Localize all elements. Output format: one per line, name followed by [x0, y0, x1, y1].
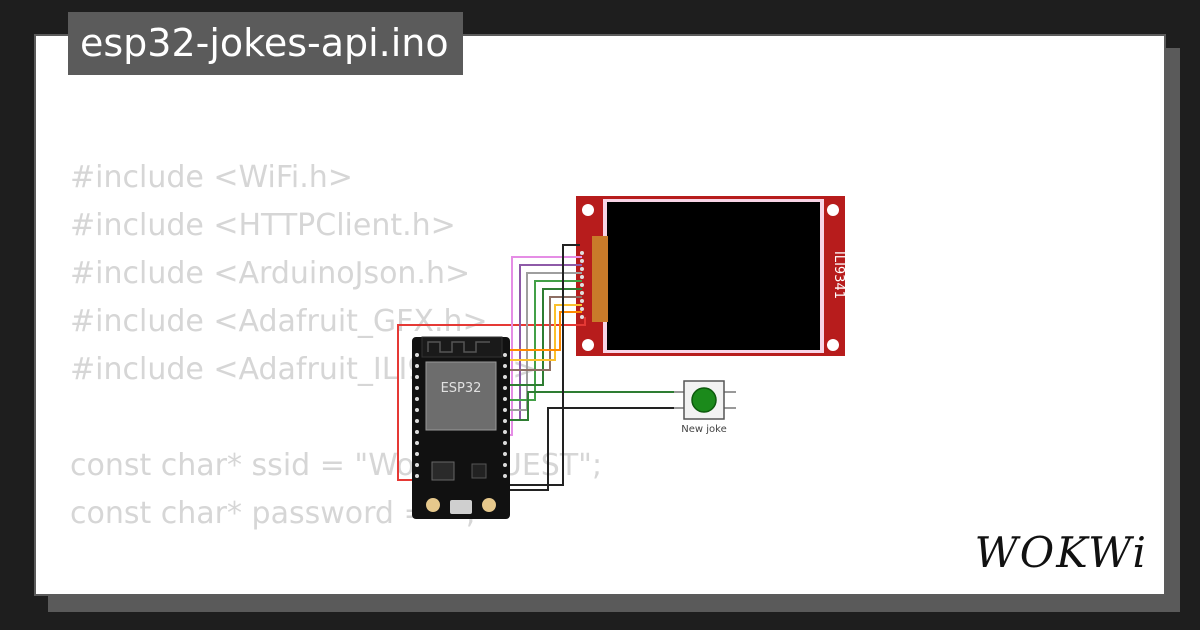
regulator-chip [431, 461, 455, 481]
pushbutton[interactable]: New joke [674, 380, 736, 435]
mount-hole-icon [827, 204, 839, 216]
button-label: New joke [681, 424, 726, 435]
code-line: #include <WiFi.h> [70, 160, 353, 195]
wire-extra [500, 311, 582, 351]
code-line: #include <ArduinoJson.h> [70, 256, 471, 291]
wire-vcc [397, 317, 586, 481]
esp32-right-pins [503, 353, 507, 478]
usb-port-icon [450, 500, 472, 514]
usb-uart-chip [471, 463, 487, 479]
display-screen [607, 202, 820, 350]
wokwi-logo: WOKWi [974, 528, 1148, 577]
button-cap-icon [691, 387, 717, 413]
display-flex [592, 236, 608, 322]
boot-button-icon [426, 498, 440, 512]
ili9341-display[interactable]: ILI9341 [576, 196, 846, 356]
wire-button-signal [510, 391, 684, 421]
esp32-label: ESP32 [441, 381, 482, 396]
mount-hole-icon [582, 339, 594, 351]
wire-sck [500, 280, 582, 401]
antenna-icon [427, 341, 490, 353]
wire-miso [500, 304, 582, 361]
wire-mosi [500, 272, 582, 411]
file-title: esp32-jokes-api.ino [68, 12, 463, 75]
code-line: #define BTN_PIN 5 [70, 586, 602, 594]
esp32-board[interactable]: ESP32 [412, 336, 510, 519]
display-pins [580, 251, 584, 319]
mount-hole-icon [827, 339, 839, 351]
mount-hole-icon [582, 204, 594, 216]
esp32-left-pins [415, 353, 419, 478]
code-line: const char* password = ""; [70, 496, 476, 531]
wire-led [500, 296, 582, 371]
antenna-area [421, 336, 503, 358]
display-label: ILI9341 [831, 251, 846, 299]
reset-button-icon [482, 498, 496, 512]
esp32-module-shield [425, 361, 497, 431]
code-line: #include <Adafruit_GFX.h> [70, 304, 488, 339]
code-line: #include <HTTPClient.h> [70, 208, 456, 243]
